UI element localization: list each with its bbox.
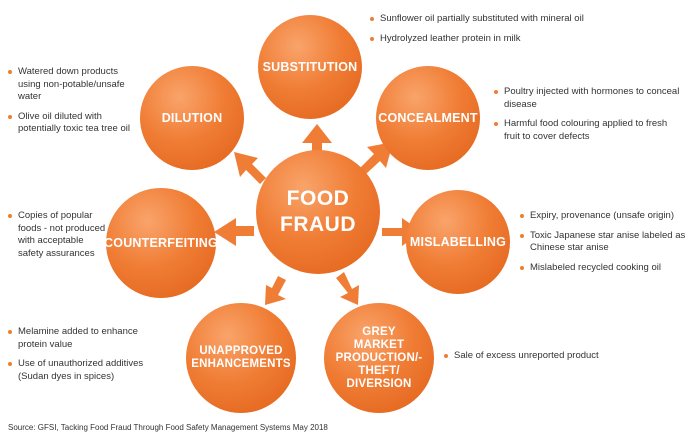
note-item: Poultry injected with hormones to concea… — [494, 86, 684, 111]
note-item: Melamine added to enhance protein value — [8, 326, 158, 351]
notes-grey-market: Sale of excess unreported product — [444, 350, 674, 370]
center-node: FOOD FRAUD — [256, 150, 380, 274]
note-item: Olive oil diluted with potentially toxic… — [8, 111, 134, 136]
node-label-grey-market: GREY MARKET PRODUCTION/- THEFT/ DIVERSIO… — [335, 325, 423, 390]
note-item: Mislabeled recycled cooking oil — [520, 262, 692, 275]
node-label-counterfeiting: COUNTERFEITING — [104, 236, 218, 250]
arrow-to-grey-market — [336, 272, 359, 305]
node-label-unapproved: UNAPPROVED ENHANCEMENTS — [191, 345, 291, 370]
note-item: Sunflower oil partially substituted with… — [370, 13, 670, 26]
note-item: Hydrolyzed leather protein in milk — [370, 33, 670, 46]
arrow-to-concealment — [360, 142, 393, 174]
node-dilution: DILUTION — [140, 66, 244, 170]
note-item: Harmful food colouring applied to fresh … — [494, 118, 684, 143]
notes-concealment: Poultry injected with hormones to concea… — [494, 86, 684, 150]
note-item: Sale of excess unreported product — [444, 350, 674, 363]
node-mislabelling: MISLABELLING — [406, 190, 510, 294]
arrow-to-substitution — [302, 124, 332, 162]
node-grey-market: GREY MARKET PRODUCTION/- THEFT/ DIVERSIO… — [324, 303, 434, 413]
notes-dilution: Watered down products using non-potable/… — [8, 66, 134, 143]
node-concealment: CONCEALMENT — [376, 66, 480, 170]
center-label: FOOD FRAUD — [280, 187, 356, 236]
source-caption: Source: GFSI, Tacking Food Fraud Through… — [8, 423, 328, 432]
note-item: Expiry, provenance (unsafe origin) — [520, 210, 692, 223]
node-counterfeiting: COUNTERFEITING — [104, 188, 218, 298]
node-label-concealment: CONCEALMENT — [378, 111, 478, 125]
note-item: Use of unauthorized additives (Sudan dye… — [8, 358, 158, 383]
notes-unapproved: Melamine added to enhance protein value … — [8, 326, 158, 390]
note-item: Watered down products using non-potable/… — [8, 66, 134, 104]
node-label-mislabelling: MISLABELLING — [409, 235, 507, 249]
arrow-to-counterfeiting — [214, 218, 254, 246]
node-substitution: SUBSTITUTION — [258, 15, 362, 119]
note-item: Copies of popular foods - not produced w… — [8, 210, 108, 260]
node-unapproved: UNAPPROVED ENHANCEMENTS — [186, 303, 296, 413]
note-item: Toxic Japanese star anise labeled as Chi… — [520, 230, 692, 255]
arrow-to-dilution — [234, 152, 266, 184]
notes-substitution: Sunflower oil partially substituted with… — [370, 13, 670, 52]
notes-mislabelling: Expiry, provenance (unsafe origin) Toxic… — [520, 210, 692, 281]
node-label-dilution: DILUTION — [161, 111, 223, 125]
node-label-substitution: SUBSTITUTION — [262, 60, 358, 74]
notes-counterfeiting: Copies of popular foods - not produced w… — [8, 210, 108, 267]
arrow-to-unapproved — [265, 276, 286, 305]
